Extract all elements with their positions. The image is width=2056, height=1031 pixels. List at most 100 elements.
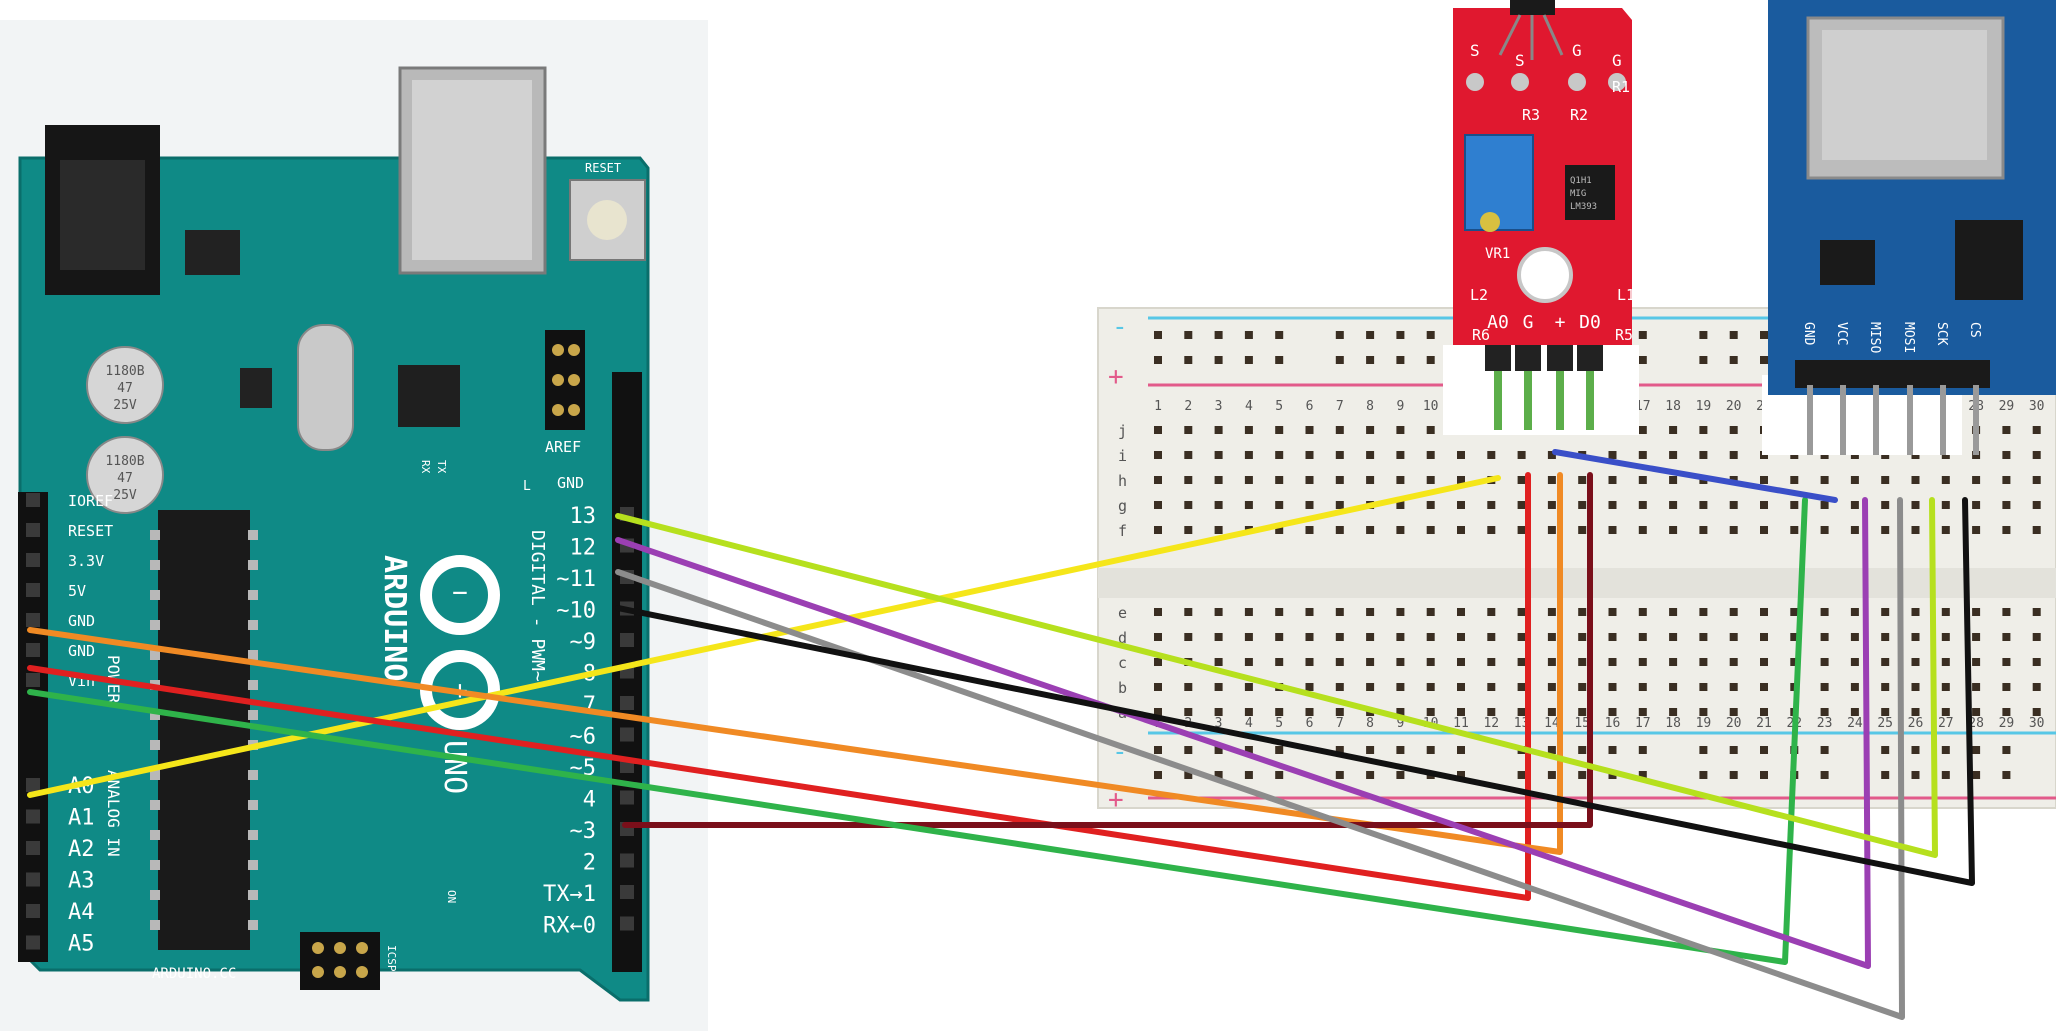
breadboard-hole [1335,451,1344,459]
breadboard-hole [1154,451,1162,459]
power-pin-socket[interactable] [26,643,40,657]
rail-hole [1699,771,1708,779]
breadboard-hole [1547,708,1556,716]
mcu-leg [150,620,160,630]
breadboard-hole [1881,526,1890,534]
breadboard-hole [1608,683,1617,691]
power-pin-socket[interactable] [26,583,40,597]
power-pin-socket[interactable] [26,613,40,627]
breadboard-row-letter: f [1118,522,1127,540]
rail-hole [1244,331,1253,339]
breadboard-hole [1729,426,1738,434]
rail-hole [1426,356,1435,364]
digital-pin-socket[interactable] [620,633,634,647]
breadboard-column-number: 9 [1396,399,1404,414]
breadboard-hole [1214,451,1223,459]
icsp-label: ICSP [385,945,398,972]
usb-chip [398,365,460,427]
arduino-site-text: ARDUINO.CC [152,966,236,982]
breadboard-hole [1517,501,1526,509]
breadboard-hole [2002,426,2011,434]
power-pin-socket[interactable] [26,553,40,567]
sensor-top-label: S [1470,41,1480,60]
digital-pin-socket[interactable] [620,916,634,931]
breadboard-hole [1214,608,1223,616]
breadboard-column-number: 10 [1423,399,1439,414]
digital-pin-socket[interactable] [620,885,634,899]
sd-header-pin [1907,385,1913,455]
aref-label: AREF [545,438,581,456]
analog-pin-socket[interactable] [26,872,40,887]
breadboard-hole [2002,633,2011,641]
power-pin-socket[interactable] [26,523,40,537]
breadboard-hole [1669,476,1678,484]
breadboard-hole [1578,708,1587,716]
digital-pin-socket[interactable] [620,790,634,805]
breadboard-column-number: 7 [1336,716,1344,731]
breadboard-hole [1790,633,1799,641]
breadboard-hole [1820,476,1829,484]
wires [27,449,1975,1020]
breadboard-column-number: 3 [1215,399,1223,414]
breadboard-hole [1214,526,1223,534]
analog-pin-socket[interactable] [26,935,40,950]
analog-pin-socket[interactable] [26,904,40,918]
mcu-leg [248,920,258,930]
analog-pin-socket[interactable] [26,809,40,824]
breadboard-hole [1426,608,1435,616]
mcu-leg [150,770,160,780]
digital-pin-socket[interactable] [620,853,634,868]
rail-hole [1154,771,1162,779]
breadboard-hole [1638,501,1647,509]
breadboard-column-number: 6 [1306,716,1314,731]
breadboard-hole [1608,526,1617,534]
svg-text:Q1H1: Q1H1 [1570,176,1592,186]
analog-pin-socket[interactable] [26,778,40,792]
breadboard-hole [1214,476,1223,484]
breadboard-column-number: 18 [1665,716,1681,731]
breadboard-hole [1820,658,1829,666]
breadboard-hole [2032,633,2041,641]
rail-hole [1881,771,1890,779]
breadboard-hole [1638,526,1647,534]
breadboard-hole [1214,426,1223,434]
power-pin-socket[interactable] [26,673,40,687]
mcu-leg [150,830,160,840]
breadboard-column-number: 16 [1605,716,1621,731]
breadboard-hole [1305,526,1314,534]
svg-text:47: 47 [117,471,133,486]
rail-hole [1366,746,1375,754]
breadboard-hole [1729,633,1738,641]
mcu-leg [150,740,160,750]
power-pin-socket[interactable] [26,493,40,507]
breadboard-hole [1578,476,1587,484]
breadboard-hole [1820,708,1829,716]
breadboard-column-number: 5 [1275,399,1283,414]
breadboard-hole [1154,501,1162,509]
breadboard-hole [2002,608,2011,616]
breadboard-row-letter: d [1118,629,1127,647]
breadboard-hole [1547,658,1556,666]
rail-hole [1699,331,1708,339]
breadboard-hole [1426,501,1435,509]
analog-pin-socket[interactable] [26,841,40,855]
breadboard-column-number: 4 [1245,716,1253,731]
breadboard-hole [1426,633,1435,641]
rail-hole [1972,746,1981,754]
breadboard-column-number: 12 [1483,716,1499,731]
rail-hole [1638,356,1647,364]
breadboard-hole [1305,658,1314,666]
digital-pin-label: RX←0 [543,914,596,939]
potentiometer [1464,134,1534,231]
breadboard-hole [1305,476,1314,484]
breadboard-hole [1547,476,1556,484]
breadboard-hole [1396,501,1405,509]
analog-pin-label: A1 [68,806,95,831]
breadboard-hole [1366,476,1375,484]
digital-pin-socket[interactable] [620,696,634,710]
on-label: ON [445,890,458,903]
breadboard-hole [1366,633,1375,641]
breadboard-hole [1487,451,1496,459]
digital-pin-socket[interactable] [620,727,634,742]
